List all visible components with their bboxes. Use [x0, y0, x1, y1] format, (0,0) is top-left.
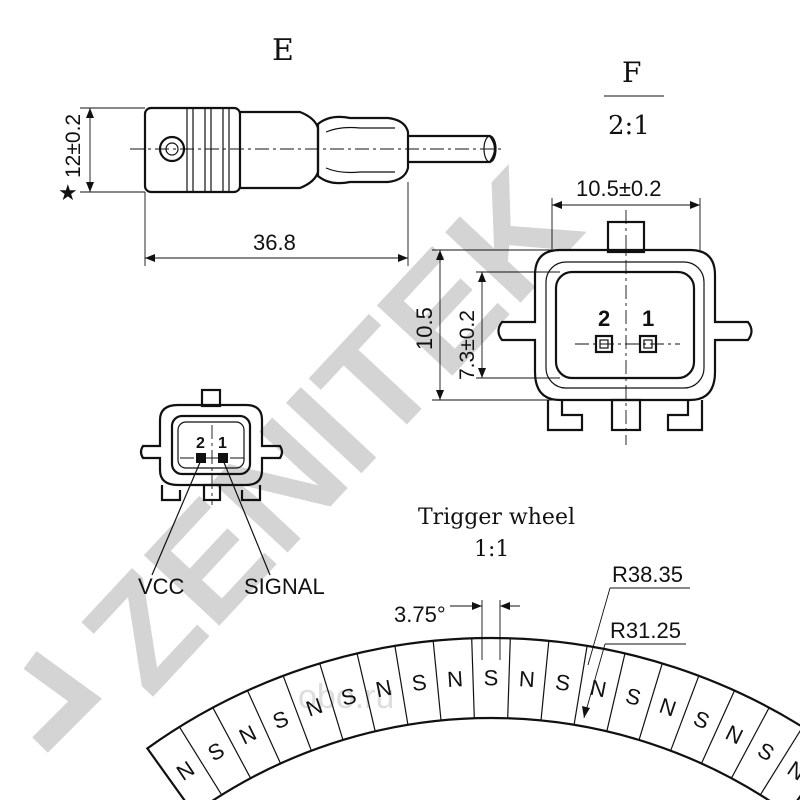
view-e-dim-length: 36.8: [253, 230, 296, 255]
connector-label-signal: SIGNAL: [244, 574, 325, 599]
view-f-dim-height-inner: 7.3±0.2: [456, 310, 479, 380]
view-f-pin-1-label: 1: [642, 306, 654, 331]
trigger-wheel-divider: [212, 707, 252, 779]
view-f-housing: [497, 248, 753, 402]
view-f-title: F: [622, 56, 641, 89]
trigger-wheel-pole: N: [172, 756, 199, 786]
watermark-site: obo.ru: [298, 678, 394, 716]
trigger-wheel-pole: N: [722, 720, 747, 749]
trigger-wheel-pole: N: [518, 666, 535, 692]
trigger-wheel-divider: [700, 690, 736, 764]
trigger-wheel-band: [145, 636, 800, 800]
view-f-scale: 2:1: [608, 111, 650, 141]
trigger-wheel-pole: S: [203, 737, 228, 766]
trigger-wheel-pole: N: [588, 675, 608, 703]
trigger-wheel-divider: [507, 638, 511, 719]
trigger-wheel-pole: S: [554, 669, 572, 696]
sensor-head: [143, 106, 242, 194]
view-e-star: ★: [58, 180, 78, 205]
trigger-wheel-r-outer: R38.35: [612, 562, 683, 587]
view-e-title: E: [272, 33, 294, 68]
view-e-dim-height: 12±0.2: [62, 114, 85, 178]
watermark-brand: ZENITEK: [51, 138, 611, 722]
trigger-wheel-divider: [394, 645, 409, 725]
trigger-wheel-divider: [540, 640, 550, 721]
trigger-wheel-divider: [319, 663, 344, 741]
trigger-wheel-pole: N: [446, 666, 463, 692]
trigger-wheel-pole: N: [235, 720, 260, 749]
trigger-wheel-pole: N: [373, 675, 393, 703]
trigger-wheel-divider: [573, 645, 588, 725]
trigger-wheel-divider: [246, 690, 282, 764]
trigger-wheel-pole: S: [690, 706, 713, 735]
trigger-wheel-divider: [178, 726, 223, 796]
trigger-wheel-r-inner: R31.25: [610, 618, 681, 643]
trigger-wheel-divider: [670, 675, 700, 751]
trigger-wheel-pole: S: [623, 683, 644, 711]
trigger-wheel-pole: S: [410, 669, 428, 696]
trigger-wheel-title: Trigger wheel: [418, 505, 575, 530]
trigger-wheel-angle: 3.75°: [394, 602, 446, 627]
trigger-wheel-pole: S: [338, 683, 359, 711]
trigger-wheel-scale: 1:1: [474, 537, 509, 562]
trigger-wheel-divider: [759, 729, 800, 796]
view-f: F 2:1 2 1 10.5±0.2: [412, 56, 753, 445]
trigger-wheel-pole: S: [484, 666, 499, 691]
connector-housing: [139, 403, 284, 487]
view-f-socket: [554, 270, 696, 380]
view-f-dim-width: 10.5±0.2: [576, 176, 661, 201]
connector-pin-2-label: 2: [196, 435, 205, 452]
view-e: E 12±0.2 ★ 36.8: [58, 33, 505, 266]
trigger-wheel-divider: [606, 653, 626, 732]
trigger-wheel-divider: [471, 638, 475, 719]
trigger-wheel-divider: [282, 675, 312, 751]
connector-pin-1-label: 1: [218, 435, 227, 452]
trigger-wheel-divider: [730, 707, 770, 779]
trigger-wheel-pole: N: [303, 693, 326, 722]
view-f-pin-2-label: 2: [598, 306, 610, 331]
trigger-wheel-pole: S: [269, 706, 292, 735]
trigger-wheel-divider: [638, 663, 663, 741]
watermark: ZENITEK obo.ru: [23, 138, 611, 753]
watermark-chevron: [23, 651, 102, 753]
connector-face: 2 1 VCC SIGNAL: [138, 388, 325, 599]
trigger-wheel-divider: [356, 653, 376, 732]
trigger-wheel-pole: S: [753, 737, 778, 766]
view-f-dim-height-outer: 10.5: [412, 307, 437, 350]
trigger-wheel-divider: [432, 640, 442, 721]
connector-label-vcc: VCC: [138, 574, 185, 599]
trigger-wheel-pole: N: [656, 693, 679, 722]
trigger-wheel-pole: N: [783, 756, 800, 786]
